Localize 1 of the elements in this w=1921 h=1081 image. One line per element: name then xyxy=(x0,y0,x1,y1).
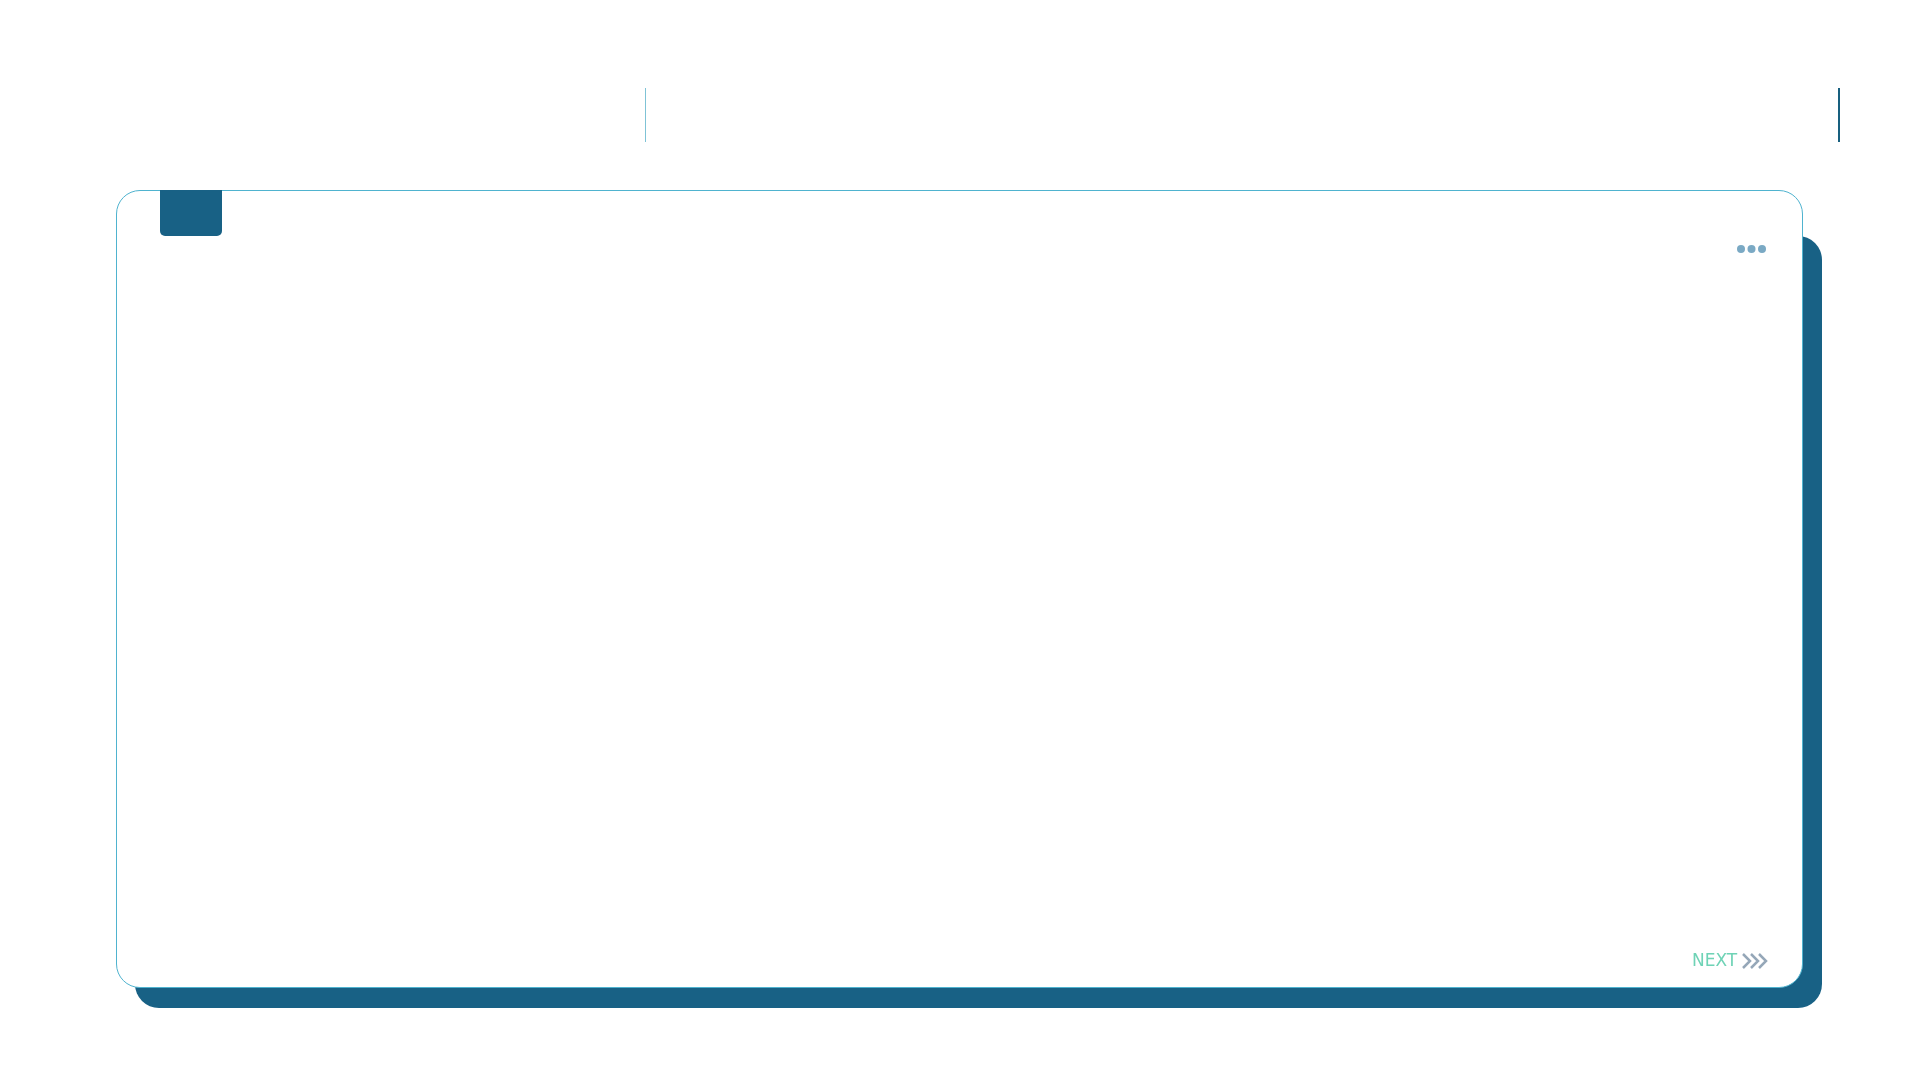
next-link: NEXT xyxy=(1692,949,1738,972)
